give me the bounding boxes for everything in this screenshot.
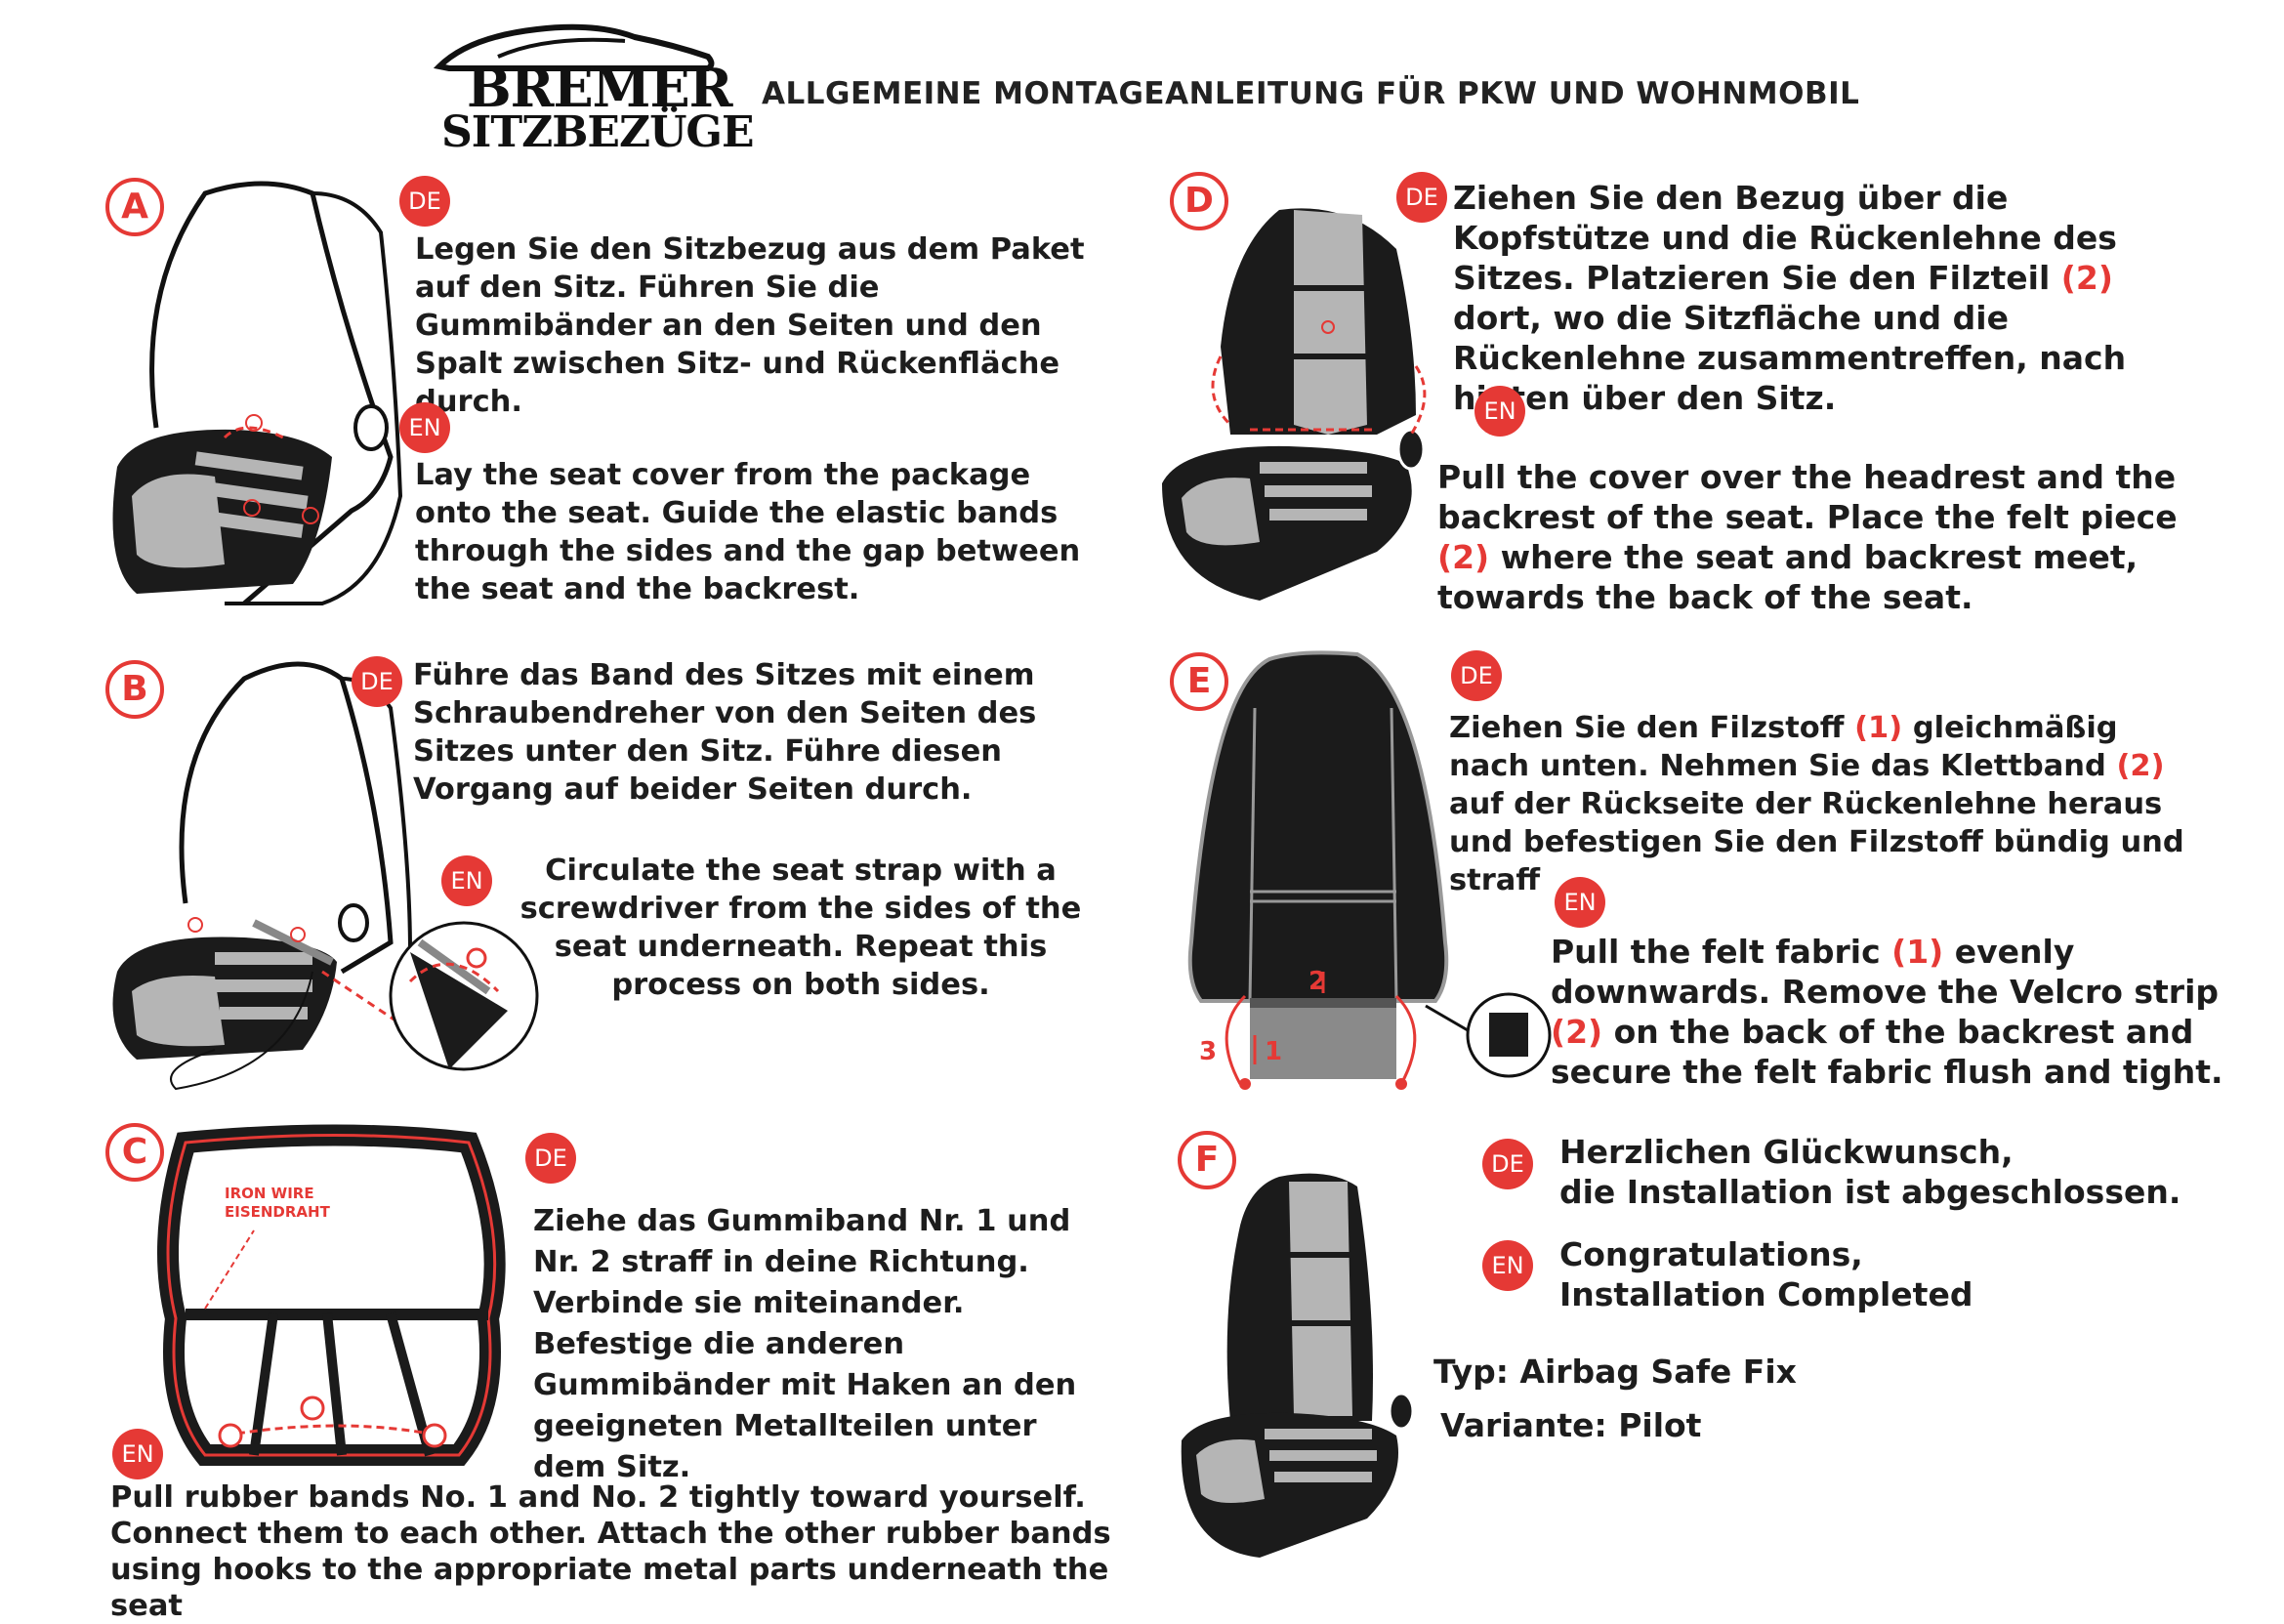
step-e-badge: E (1170, 652, 1228, 711)
step-b-text-en: Circulate the seat strap with a screwdri… (519, 854, 1082, 1002)
step-e-de-part2: gleichmäßig nach unten. Nehmen Sie das K… (1449, 711, 2118, 783)
marker-1: 1 (1265, 1037, 1283, 1066)
lang-badge-en-d: EN (1474, 386, 1525, 437)
step-e-en-part3: on the back of the backrest and secure t… (1551, 1013, 2223, 1091)
step-c-badge: C (105, 1123, 164, 1182)
step-f-en-line2: Installation Completed (1559, 1275, 1973, 1313)
step-d-de-num: (2) (2060, 259, 2113, 297)
lang-badge-en-b: EN (441, 855, 492, 906)
eisendraht-label: EISENDRAHT (225, 1203, 330, 1221)
lang-badge-de-d: DE (1396, 172, 1447, 223)
marker-2: 2 (1308, 967, 1327, 996)
seat-illustration-b (112, 661, 539, 1091)
step-d-badge: D (1170, 172, 1228, 230)
step-e-text-de: Ziehen Sie den Filzstoff (1) gleichmäßig… (1449, 709, 2201, 899)
lang-badge-de-a: DE (399, 176, 450, 227)
marker-3: 3 (1199, 1037, 1218, 1066)
product-variant: Variante: Pilot (1440, 1406, 1702, 1444)
brand-line-2: SITZBEZÜGE (441, 107, 755, 157)
step-e-en-num2: (2) (1551, 1013, 1603, 1051)
lang-badge-en-f: EN (1482, 1240, 1533, 1291)
step-d-de-part2: dort, wo die Sitzfläche und die Rückenle… (1453, 299, 2127, 417)
lang-badge-de-e: DE (1451, 650, 1502, 701)
product-type: Typ: Airbag Safe Fix (1433, 1353, 1797, 1391)
lang-badge-en-e: EN (1555, 877, 1605, 928)
step-c-text-de: Ziehe das Gummiband Nr. 1 und Nr. 2 stra… (533, 1204, 1077, 1484)
step-e-de-part1: Ziehen Sie den Filzstoff (1449, 711, 1845, 745)
brand-line-1: BREMER (467, 57, 732, 119)
seat-back-illustration-e (1187, 650, 1552, 1090)
step-d-en-part1: Pull the cover over the headrest and the… (1437, 458, 2178, 536)
step-d-text-en: Pull the cover over the headrest and the… (1437, 457, 2219, 617)
step-b-text-de: Führe das Band des Sitzes mit einem Schr… (413, 658, 1037, 807)
step-e-text-en: Pull the felt fabric (1) evenly downward… (1551, 932, 2224, 1092)
page-title: ALLGEMEINE MONTAGEANLEITUNG FÜR PKW UND … (762, 76, 1860, 111)
step-d-en-part2: where the seat and backrest meet, toward… (1437, 538, 2139, 616)
step-e-en-part2: evenly downwards. Remove the Velcro stri… (1551, 933, 2220, 1011)
step-a-text-en: Lay the seat cover from the package onto… (415, 458, 1081, 606)
seat-illustration-a (112, 181, 403, 605)
step-d-text-de: Ziehen Sie den Bezug über die Kopfstütze… (1453, 178, 2195, 418)
step-c-text-en: Pull rubber bands No. 1 and No. 2 tightl… (110, 1480, 1111, 1623)
seat-illustration-f (1181, 1173, 1415, 1558)
step-a-badge: A (105, 178, 164, 236)
lang-badge-de-b: DE (352, 656, 402, 707)
step-b-badge: B (105, 660, 164, 719)
step-f-de-line1: Herzlichen Glückwunsch, (1559, 1133, 2014, 1171)
step-f-de-line2: die Installation ist abgeschlossen. (1559, 1173, 2181, 1211)
step-f-badge: F (1178, 1131, 1236, 1189)
seat-illustration-d (1162, 208, 1427, 601)
iron-wire-label: IRON WIRE (225, 1185, 314, 1202)
step-d-en-num: (2) (1437, 538, 1490, 576)
lang-badge-en-a: EN (399, 402, 450, 453)
step-d-de-part1: Ziehen Sie den Bezug über die Kopfstütze… (1453, 179, 2117, 297)
step-e-en-num1: (1) (1891, 933, 1944, 971)
step-a-text-de: Legen Sie den Sitzbezug aus dem Paket au… (415, 232, 1085, 419)
step-e-en-part1: Pull the felt fabric (1551, 933, 1881, 971)
car-silhouette-icon (433, 23, 715, 71)
lang-badge-de-f: DE (1482, 1139, 1533, 1189)
step-f-en-line1: Congratulations, (1559, 1235, 1863, 1273)
seat-frame-illustration-c (157, 1124, 506, 1466)
step-e-de-part3: auf der Rückseite der Rückenlehne heraus… (1449, 787, 2184, 897)
step-e-de-num2: (2) (2116, 749, 2165, 783)
lang-badge-de-c: DE (525, 1133, 576, 1184)
lang-badge-en-c: EN (112, 1429, 163, 1479)
step-e-de-num1: (1) (1854, 711, 1903, 745)
